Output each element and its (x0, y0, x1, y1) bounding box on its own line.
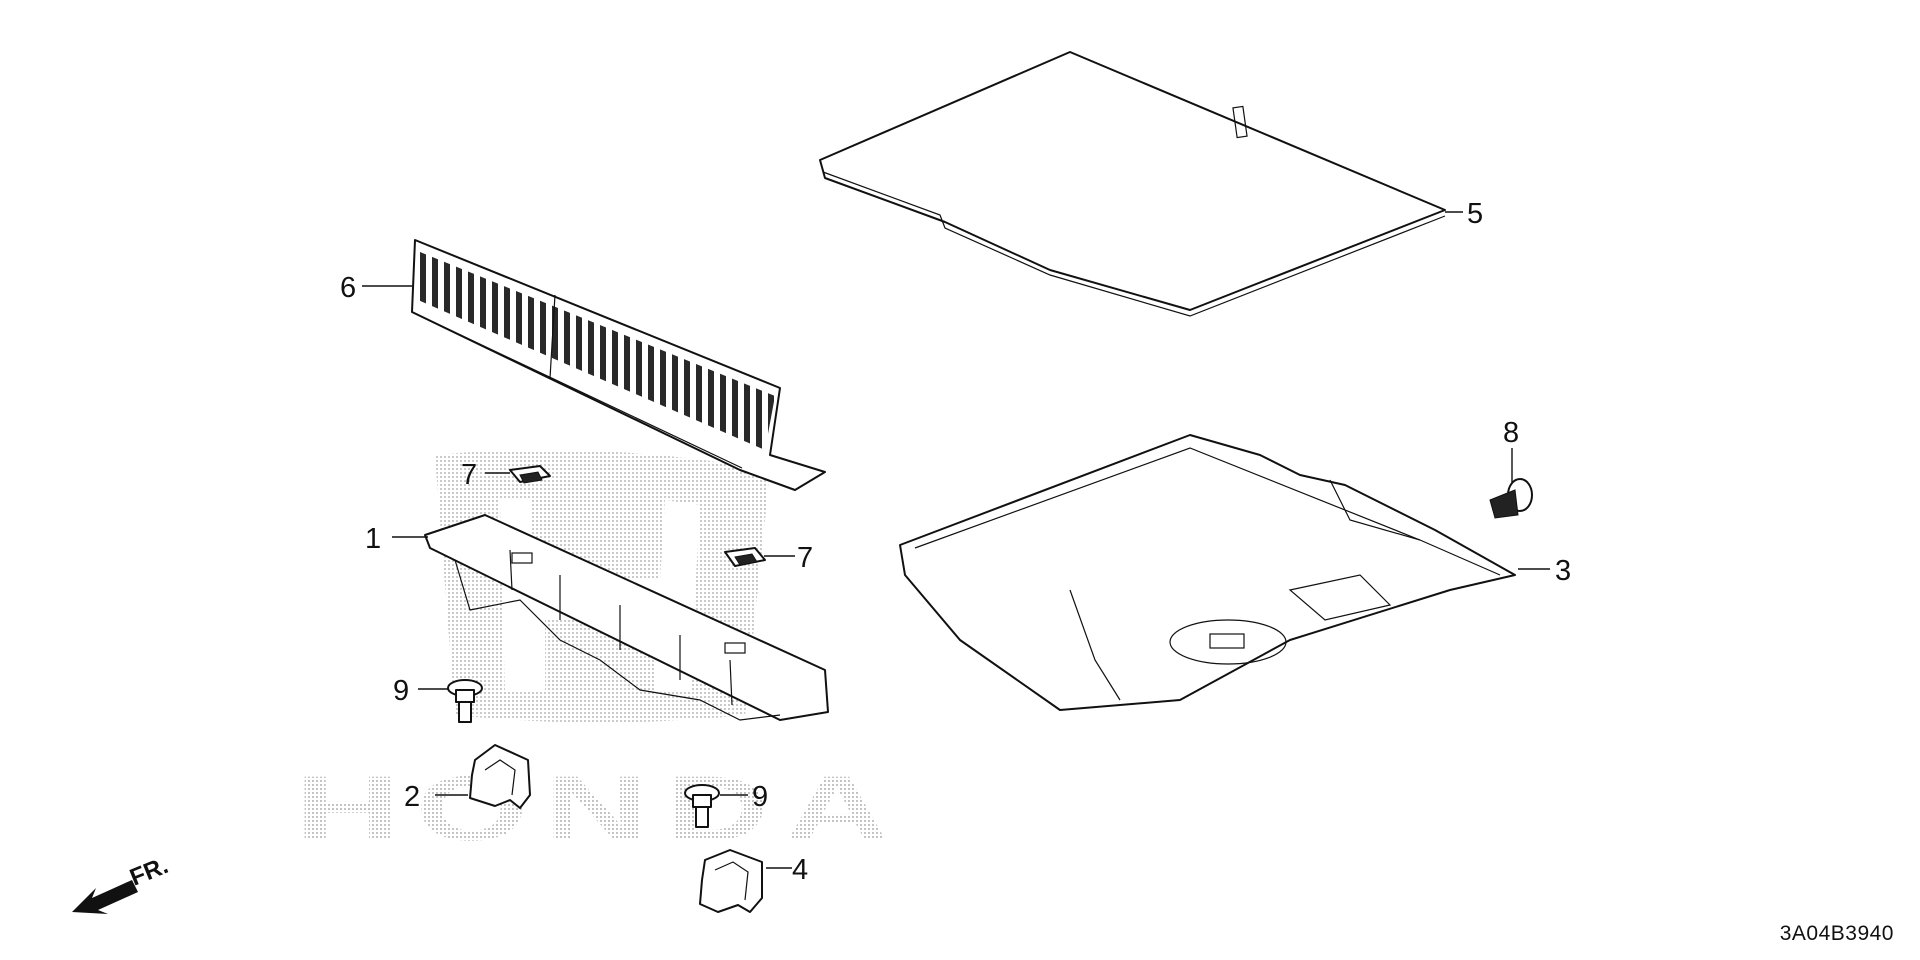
front-direction-indicator: FR. (72, 852, 172, 914)
part-9-bolt-right (684, 784, 720, 828)
part-6-ribbed-cover (411, 239, 826, 491)
part-5-floor-board (819, 51, 1446, 317)
callout-7-right: 7 (797, 542, 813, 574)
part-1-rail (424, 514, 829, 721)
part-7-clip-left (509, 465, 551, 484)
leader-lines (362, 211, 1550, 869)
diagram-code: 3A04B3940 (1779, 922, 1894, 945)
part-3-trunk-tray (899, 434, 1516, 711)
callout-9-left: 9 (393, 675, 409, 707)
part-8-push-clip (1489, 478, 1533, 519)
callout-1: 1 (365, 523, 381, 555)
part-7-clip-right (724, 547, 766, 567)
callout-7-left: 7 (461, 459, 477, 491)
callout-2: 2 (404, 781, 420, 813)
part-9-bolt-left (447, 679, 483, 723)
callout-5: 5 (1467, 198, 1483, 230)
part-4-bracket (699, 849, 763, 913)
callout-3: 3 (1555, 555, 1571, 587)
honda-watermark-logo: HONDA (295, 450, 905, 860)
callout-9-right: 9 (752, 781, 768, 813)
callout-8: 8 (1503, 417, 1519, 449)
callout-labels: 1 2 3 4 5 6 7 7 8 9 9 (340, 198, 1571, 886)
part-2-bracket (469, 744, 531, 809)
honda-watermark-text: HONDA (295, 758, 905, 860)
front-arrow-icon (72, 880, 138, 914)
callout-4: 4 (792, 854, 808, 886)
callout-6: 6 (340, 272, 356, 304)
front-direction-label: FR. (126, 852, 172, 892)
